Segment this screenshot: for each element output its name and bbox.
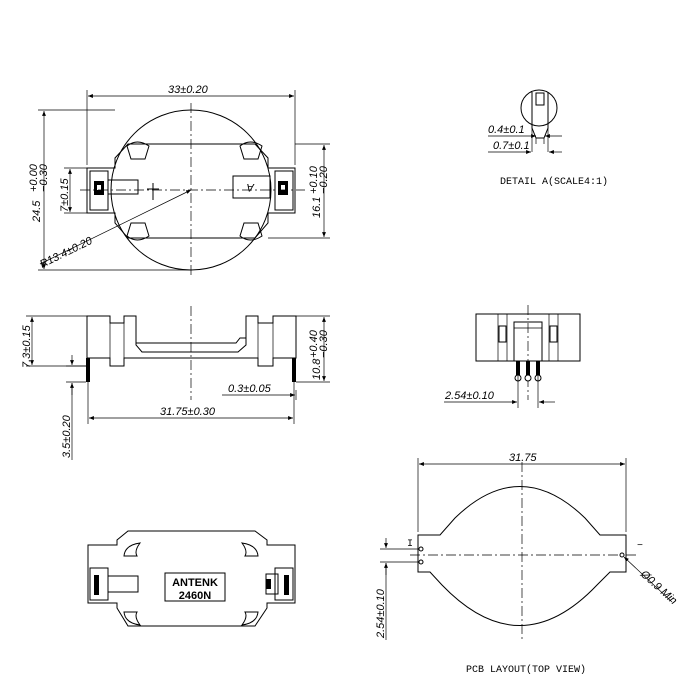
part-number: 2460N (179, 590, 211, 602)
thickness-dim: 0.3±0.05 (228, 383, 272, 395)
end-pitch-dim: 2.54±0.10 (444, 390, 495, 402)
radius-dim: R13.4±0.20 (38, 235, 95, 271)
left-pin (86, 358, 90, 382)
top-height-dim: 24.5 (31, 200, 43, 223)
pcb-outline (417, 486, 627, 626)
svg-text:−0.30: −0.30 (318, 329, 330, 358)
left-spring-tab (107, 179, 139, 195)
side-pitch-dim: 31.75±0.30 (160, 406, 216, 418)
detail-dim-b: 0.7±0.1 (493, 140, 530, 152)
side-outline (86, 315, 297, 367)
side-height-dim: 7.3±0.15 (21, 324, 33, 368)
pcb-width-dim: 31.75 (509, 452, 537, 464)
pin-length-dim: 3.5±0.20 (61, 414, 73, 458)
pcb-layout: I − 31.75 Ø0.9 Min 2.54±0.10 PCB LAYOUT(… (375, 452, 679, 676)
detail-a: 0.4±0.1 0.7±0.1 DETAIL A(SCALE4:1) (488, 89, 608, 188)
end-pin-mid (526, 361, 530, 375)
pcb-caption: PCB LAYOUT(TOP VIEW) (466, 664, 586, 676)
top-width-dim: 33±0.20 (168, 84, 209, 96)
top-view: A 33±0.20 24.5 +0.00 −0.30 7±0.15 16.1 (28, 84, 330, 276)
pcb-label-one: I (407, 539, 413, 550)
right-pin (292, 358, 296, 382)
holder-outline-top (86, 143, 296, 239)
end-view: 2.54±0.10 (444, 305, 581, 408)
bottom-view: ANTENK 2460N (87, 530, 296, 627)
pcb-label-minus: − (637, 541, 643, 552)
bottom-outline (87, 530, 296, 627)
right-contact (274, 170, 294, 211)
svg-text:+0.10: +0.10 (308, 165, 320, 194)
svg-text:A: A (247, 181, 255, 193)
pcb-hole-left-bottom (418, 559, 424, 565)
svg-text:+0.40: +0.40 (308, 329, 320, 358)
pcb-hole-left-top (418, 546, 424, 552)
brand-name: ANTENK (172, 577, 218, 589)
pcb-hole-dim: Ø0.9 Min (637, 568, 679, 607)
end-pin-left (516, 361, 520, 375)
end-pin-right (536, 361, 540, 375)
svg-text:+0.00: +0.00 (28, 163, 40, 192)
detail-dim-a: 0.4±0.1 (488, 124, 525, 136)
svg-text:−0.20: −0.20 (318, 165, 330, 194)
side-view: 7.3±0.15 10.8 +0.40 −0.30 0.3±0.05 31.75… (21, 306, 330, 460)
svg-text:−0.30: −0.30 (38, 163, 50, 192)
right-spring-tab (232, 175, 271, 199)
pcb-hole-right (619, 552, 625, 558)
detail-caption: DETAIL A(SCALE4:1) (500, 176, 608, 188)
right-height-dim: 16.1 (311, 197, 323, 218)
pcb-pitch-dim: 2.54±0.10 (375, 588, 387, 639)
brand-label-box (164, 572, 226, 602)
side-right-dim: 10.8 (311, 358, 323, 380)
contact-dim: 7±0.15 (59, 178, 71, 212)
